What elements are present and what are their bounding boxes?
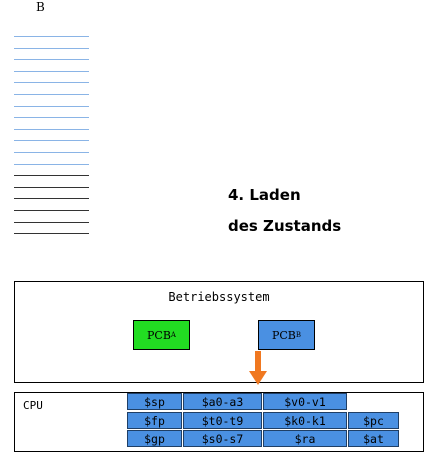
register-cell: $s0-s7	[183, 430, 262, 447]
stack-line	[14, 198, 89, 200]
stack-line	[14, 94, 89, 95]
stack-line	[14, 152, 89, 153]
stack-line	[14, 140, 89, 142]
pcb-a-sub: A	[170, 331, 176, 339]
pcb-b-name: PCB	[271, 328, 296, 342]
stack-line	[14, 117, 89, 119]
stack-line	[14, 233, 89, 235]
cpu-label: CPU	[23, 399, 43, 412]
pcb-b-sub: B	[295, 331, 302, 339]
stack-line	[14, 36, 89, 37]
step-label: 4. Laden des Zustands	[228, 180, 341, 242]
stack-line	[14, 221, 89, 223]
arrow-shaft	[255, 351, 261, 373]
register-cell: $k0-k1	[263, 412, 347, 429]
arrow-head	[249, 371, 267, 385]
stack-line	[14, 128, 89, 130]
stack-label: B	[36, 0, 45, 14]
arrow-down-icon	[249, 351, 267, 385]
stack-line	[14, 105, 89, 107]
register-cell: $pc	[348, 412, 399, 429]
register-cell: $a0-a3	[183, 393, 262, 410]
register-cell: $fp	[127, 412, 182, 429]
stack-line	[14, 70, 89, 72]
stack-line	[14, 59, 89, 61]
register-cell: $sp	[127, 393, 182, 410]
stack-line	[14, 210, 89, 211]
register-cell: $at	[348, 430, 399, 447]
register-cell: $v0-v1	[263, 393, 347, 410]
step-label-line2: des Zustands	[228, 217, 342, 235]
pcb-a-name: PCB	[147, 328, 171, 342]
step-label-line1: 4. Laden	[228, 186, 301, 204]
register-cell: $t0-t9	[183, 412, 262, 429]
os-title: Betriebssystem	[168, 290, 270, 304]
stack-line	[14, 163, 89, 165]
stack-line	[14, 175, 89, 177]
stack-line	[14, 186, 89, 188]
register-cell: $ra	[263, 430, 347, 447]
register-cell: $gp	[127, 430, 182, 447]
stack-line	[14, 47, 89, 49]
cpu-box: CPU $sp$a0-a3$v0-v1 $fp$t0-t9$k0-k1$pc $gp…	[14, 392, 424, 452]
stack-line	[14, 82, 89, 84]
stack-lines	[14, 36, 89, 241]
